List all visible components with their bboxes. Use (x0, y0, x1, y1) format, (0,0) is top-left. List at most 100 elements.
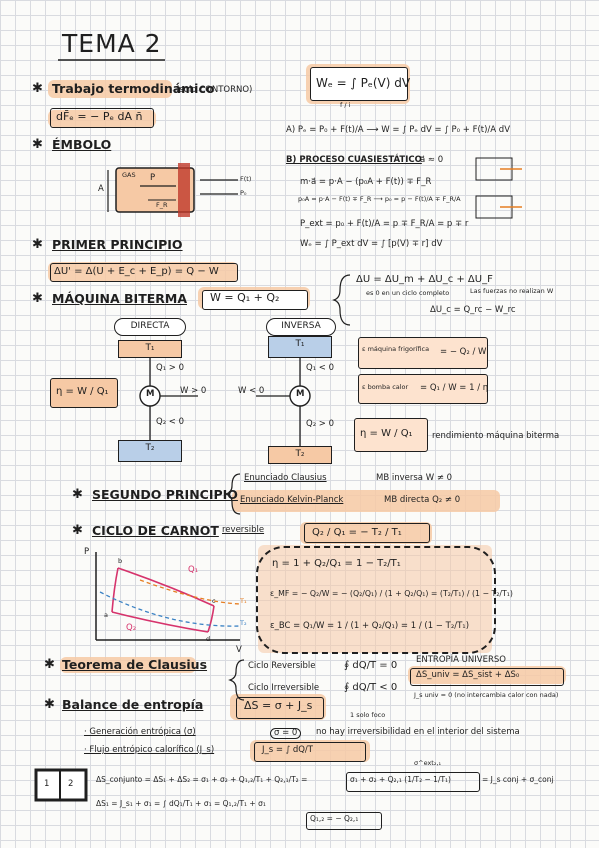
carnot-pt-d: d (206, 635, 211, 643)
balance-gen-note: no hay irreversibilidad en el interior d… (316, 727, 520, 737)
wall-2: 2 (68, 779, 74, 789)
piston-a: A (98, 184, 104, 194)
trabajo-limits: f / i (340, 101, 351, 109)
clausius-rev: Ciclo Reversible (248, 661, 316, 671)
carnot-dashed-frame (256, 546, 496, 654)
page-title: TEMA 2 (62, 29, 162, 58)
eta-box-right (354, 418, 428, 452)
universo-formula: ΔS_univ = ΔS_sist + ΔS₀ (416, 670, 520, 680)
embolo-eq3: P_ext = p₀ + F(t)/A = p ∓ F_R/A = p ∓ r (300, 219, 469, 229)
q12-box (306, 812, 382, 830)
eta-right: η = W / Q₁ (360, 428, 413, 439)
trabajo-formula: Wₑ = ∫ Pₑ(V) dV (316, 76, 411, 90)
primer-ciclo-note: es 0 en un ciclo completo (366, 289, 450, 297)
carnot-q1: Q₁ (188, 565, 199, 575)
highlight-primer (48, 262, 238, 282)
piston-p: P (150, 173, 156, 183)
highlight-univ (408, 666, 566, 684)
inversa-t1: T₁ (268, 336, 332, 358)
universo-note: J_s univ = 0 (no intercambia calor con n… (414, 691, 559, 699)
emf-box (358, 337, 488, 369)
ebc-label: ε bomba calor (362, 383, 409, 391)
df-formula: dF̄ₑ = − Pₑ dA n̄ (56, 110, 143, 123)
ebc-box (358, 374, 488, 404)
maquina-formula: W = Q₁ + Q₂ (210, 291, 280, 304)
maquina-heading: MÁQUINA BITERMA (52, 291, 188, 306)
carnot-heading: CICLO DE CARNOT (92, 523, 219, 538)
balance-conj-box: σ₁ + σ₂ + Q₂,₁ (1/T₂ − 1/T₁) (350, 775, 451, 784)
highlight-flujo (250, 740, 370, 762)
inversa-w: W < 0 (238, 386, 265, 396)
highlight-trabajo (48, 80, 172, 98)
trabajo-formula-box (310, 67, 408, 101)
primer-duc: ΔU_c = Q_rc − W_rc (430, 305, 516, 315)
piston-pe: P₀ (240, 189, 247, 197)
rendimiento-note: rendimiento máquina biterma (432, 431, 560, 441)
highlight-balance (230, 694, 326, 720)
bullet-maquina: ✱ (32, 291, 43, 306)
universo-title: ENTROPÍA UNIVERSO (416, 655, 506, 665)
balance-formula: ΔS = σ + J_s (244, 699, 313, 712)
df-box (50, 108, 154, 128)
directa-q2: Q₂ < 0 (156, 417, 185, 427)
carnot-axis-p: P (84, 547, 90, 557)
primer-heading: PRIMER PRINCIPIO (52, 237, 183, 252)
balance-heading: Balance de entropía (62, 697, 204, 712)
directa-t1: T₁ (118, 340, 182, 358)
embolo-case-b-title: B) PROCESO CUASIESTÁTICO (286, 155, 422, 165)
emf-label: ε máquina frigorífica (362, 345, 430, 353)
ebc-formula: = Q₁ / W = 1 / η (420, 383, 489, 393)
directa-m: M (146, 389, 155, 399)
embolo-case-a: A) Pₑ = P₀ + F(t)/A ⟶ W = ∫ Pₑ dV = ∫ P₀… (286, 125, 511, 135)
inversa-q1: Q₁ < 0 (306, 363, 335, 373)
bullet-segundo: ✱ (72, 487, 83, 502)
kelvin-enunciado: Enunciado Kelvin-Planck (240, 495, 344, 505)
maquina-formula-box (202, 290, 308, 310)
balance-foco: 1 solo foco (350, 711, 386, 719)
clausius-result: MB inversa W ≠ 0 (376, 473, 453, 483)
carnot-pt-c: c (212, 597, 216, 605)
primer-box (50, 263, 238, 282)
directa-pill: DIRECTA (114, 318, 186, 336)
carnot-rev: reversible (222, 525, 265, 535)
carnot-pt-a: a (104, 611, 108, 619)
highlight-df (48, 110, 156, 127)
directa-w: W > 0 (180, 386, 207, 396)
bullet-carnot: ✱ (72, 523, 83, 538)
embolo-heading: ÉMBOLO (52, 137, 112, 152)
inversa-t2: T₂ (268, 446, 332, 464)
balance-s1: ΔS₁ = J_s₁ + σ₁ = ∫ dQ₁/T₁ + σ₁ = Q₁,₂/T… (96, 799, 266, 808)
balance-gen-circle: σ = 0 (270, 728, 302, 740)
piston-ft: F(t) (240, 175, 252, 183)
directa-t2: T₂ (118, 440, 182, 462)
balance-sig-ext: σ^ext₂,₁ (414, 759, 442, 767)
highlight-carnot-ratio (300, 522, 432, 544)
clausius-rev-f: ∮ dQ/T = 0 (344, 660, 398, 671)
primer-formula: ΔU' = Δ(U + E_c + E_p) = Q − W (54, 266, 219, 277)
trabajo-note: (solo CONTORNO) (176, 85, 253, 95)
carnot-ratio: Q₂ / Q₁ = − T₂ / T₁ (312, 527, 402, 538)
bullet-trabajo: ✱ (32, 81, 43, 96)
conj-box (346, 772, 480, 792)
balance-box (236, 697, 324, 719)
bullet-primer: ✱ (32, 237, 43, 252)
carnot-emf: ε_MF = − Q₂/W = − (Q₂/Q₁) / (1 + Q₂/Q₁) … (270, 589, 513, 598)
piston-gas: GAS (122, 171, 136, 179)
balance-flujo-f: J_s = ∫ dQ/T (262, 745, 313, 755)
highlight-clausius (60, 657, 196, 673)
balance-q12: Q₁,₂ = − Q₂,₁ (310, 814, 359, 823)
trabajo-heading: Trabajo termodinámico (52, 81, 215, 96)
segundo-heading: SEGUNDO PRINCIPIO (92, 487, 238, 502)
embolo-eq4: Wₑ = ∫ P_ext dV = ∫ [p(V) ∓ r] dV (300, 239, 443, 249)
bullet-balance: ✱ (44, 697, 55, 712)
clausius-irr: Ciclo Irreversible (248, 683, 320, 693)
inversa-m: M (296, 389, 305, 399)
flujo-box (254, 742, 366, 762)
embolo-eq2: p₀A = p·A − F(t) ∓ F_R ⟶ p₀ = p − F(t)/A… (298, 195, 461, 203)
primer-du: ΔU = ΔU_m + ΔU_c + ΔU_F (356, 274, 493, 285)
piston-fr: F_R (156, 201, 168, 209)
eta-box-left (50, 378, 118, 408)
inversa-q2: Q₂ > 0 (306, 419, 335, 429)
bullet-embolo: ✱ (32, 137, 43, 152)
